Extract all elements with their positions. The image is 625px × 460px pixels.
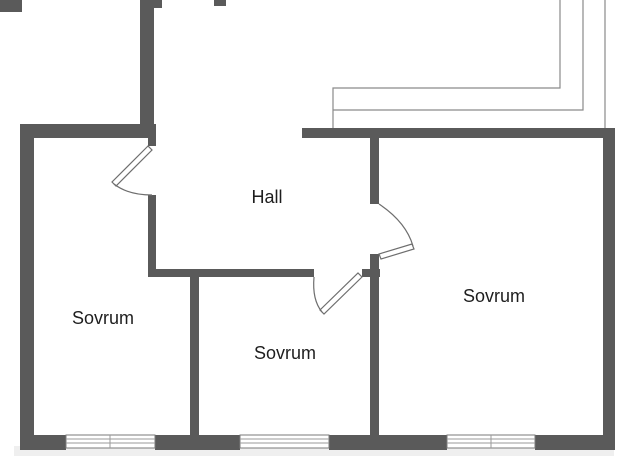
room-label-bedroom-middle: Sovrum	[254, 343, 316, 363]
wall-hall-bottom	[148, 269, 314, 277]
wall-divider-left	[190, 269, 199, 450]
wall-divider-right-upper	[370, 128, 379, 204]
wall-bottom-seg-1	[20, 435, 66, 450]
wall-right-top	[302, 128, 614, 138]
wall-outer-right	[603, 128, 615, 450]
wall-left-bedroom-top	[20, 124, 154, 138]
wall-top-stub-2	[214, 0, 226, 6]
wall-top-left-stub	[0, 0, 22, 12]
door-hall-left-arc	[113, 183, 153, 196]
room-label-bedroom-right: Sovrum	[463, 286, 525, 306]
floor-shadow	[14, 446, 614, 456]
door-middle-bedroom-arc	[313, 276, 323, 313]
door-right-bedroom-arc	[378, 203, 414, 247]
door-middle-bedroom-leaf	[319, 272, 363, 315]
door-right-bedroom-leaf	[378, 243, 415, 260]
door-hall-left-leaf	[111, 145, 153, 187]
wall-hall-left-lower	[148, 195, 156, 277]
wall-hall-left-upper	[148, 124, 156, 146]
wall-outer-left	[20, 124, 34, 450]
wall-bottom-seg-4	[535, 435, 615, 450]
window-left	[65, 434, 156, 449]
wall-upper-vertical	[140, 0, 154, 138]
balcony-outline-outer	[332, 0, 561, 130]
wall-divider-right-lower	[370, 254, 379, 450]
room-label-bedroom-left: Sovrum	[72, 308, 134, 328]
window-right	[446, 434, 536, 449]
room-label-hall: Hall	[251, 187, 282, 207]
window-middle	[239, 434, 330, 449]
wall-bottom-seg-3	[329, 435, 447, 450]
balcony-outline-inner	[333, 0, 584, 111]
